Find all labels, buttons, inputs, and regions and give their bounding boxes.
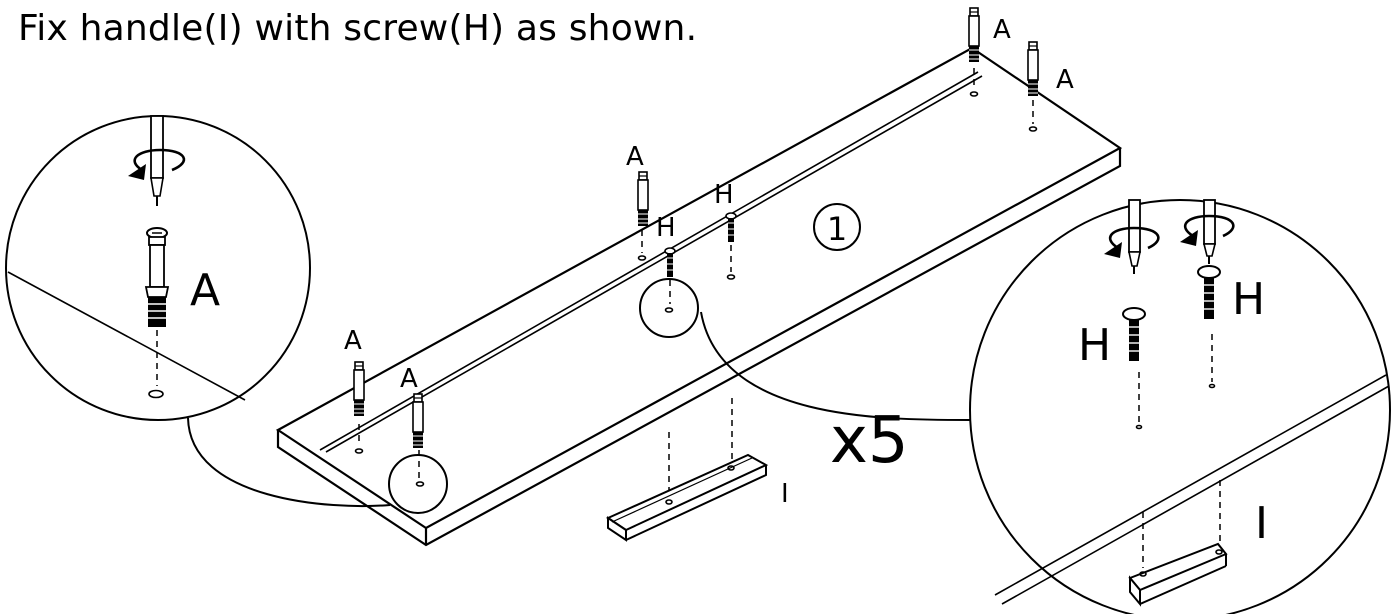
holes [354,91,1038,487]
screw-label: H [714,180,734,210]
cam-bolt-label: A [1056,65,1074,95]
screw-label-large: H [1232,274,1265,325]
handle-icon [605,453,769,542]
handle-label-large: I [1255,498,1268,549]
step-number: 1 [827,210,847,248]
connector-line [187,417,391,508]
screw-label-large: H [1078,320,1111,371]
detail-marker [639,278,699,338]
detail-circle-right [969,199,1391,614]
instruction-text: Fix handle(I) with screw(H) as shown. [18,8,698,49]
multiplier-label: x5 [830,404,909,478]
panel [275,46,1123,547]
detail-marker [388,454,448,514]
screw-label: H [656,213,676,243]
handle-label: I [781,479,789,509]
step-number-badge: 1 [813,203,861,251]
cam-bolt-label: A [626,142,644,172]
guide-lines [358,68,1034,500]
connector-line [700,311,973,421]
cam-bolt-label: A [344,326,362,356]
cam-bolt-label: A [400,364,418,394]
detail-circle-left [5,115,311,421]
cam-bolt-label-large: A [190,265,220,316]
cam-bolt-label: A [993,15,1011,45]
